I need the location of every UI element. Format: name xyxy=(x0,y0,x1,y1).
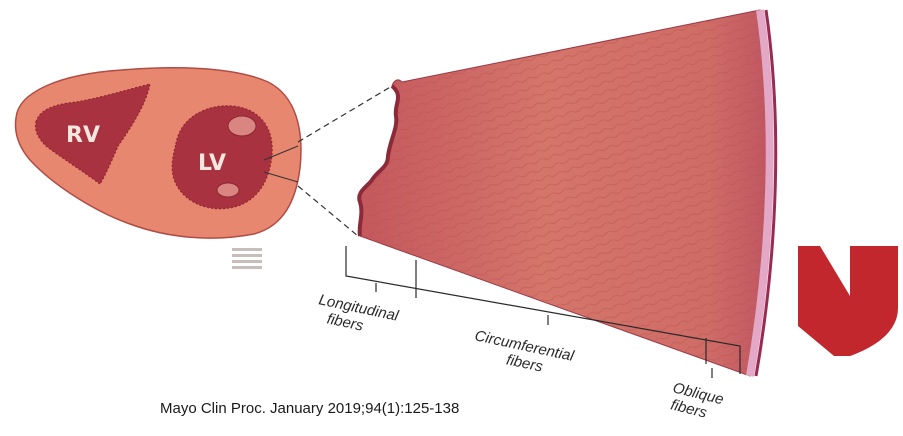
zoom-line-bottom xyxy=(298,186,358,236)
zoom-line-top xyxy=(298,86,392,142)
rv-label: RV xyxy=(66,123,100,148)
longitudinal-label: Longitudinal fibers xyxy=(314,291,404,342)
papillary-muscle-upper xyxy=(228,116,256,136)
wall-section xyxy=(359,10,776,376)
logo-shield xyxy=(798,246,898,356)
papillary-muscle-lower xyxy=(217,183,239,197)
fiber-texture xyxy=(359,10,770,376)
university-logo xyxy=(798,246,898,356)
circumferential-label: Circumferential fibers xyxy=(470,327,580,382)
lv-label: LV xyxy=(198,151,226,176)
citation: Mayo Clin Proc. January 2019;94(1):125-1… xyxy=(160,400,459,417)
oblique-label: Oblique fibers xyxy=(667,379,729,426)
illustration-watermark xyxy=(232,248,262,269)
heart-cross-section: RV LV xyxy=(16,68,301,269)
